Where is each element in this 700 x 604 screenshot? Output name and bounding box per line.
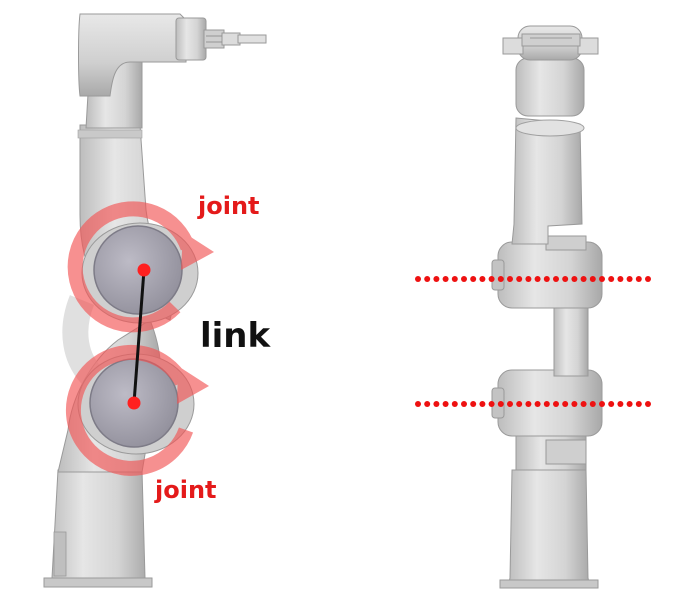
axis-dot (636, 276, 642, 282)
axis-dot (507, 276, 513, 282)
axis-dot (544, 401, 550, 407)
axis-dot (433, 276, 439, 282)
axis-dot (571, 401, 577, 407)
axis-dot (489, 401, 495, 407)
axis-dot (415, 401, 421, 407)
axis-dot (507, 401, 513, 407)
axis-dot (590, 276, 596, 282)
axis-dot (535, 401, 541, 407)
axis-dot (627, 276, 633, 282)
robot-base-foot (44, 578, 152, 587)
axis-dot (608, 401, 614, 407)
axis-dot (452, 401, 458, 407)
axis-dot (627, 401, 633, 407)
axis-dot (581, 401, 587, 407)
axis-dot (544, 276, 550, 282)
axis-dot (479, 401, 485, 407)
robot-wrist (176, 18, 206, 60)
axis-dot (581, 276, 587, 282)
axis-dot (443, 401, 449, 407)
axis-dot (562, 401, 568, 407)
axis-dot (599, 401, 605, 407)
axis-dot (617, 276, 623, 282)
axis-dot (452, 276, 458, 282)
axis-dot (525, 401, 531, 407)
axis-dot (415, 276, 421, 282)
axis-dot (461, 276, 467, 282)
axis-dot (424, 276, 430, 282)
axis-dot (617, 401, 623, 407)
axis-dot (443, 276, 449, 282)
axis-dot (424, 401, 430, 407)
axis-dot (498, 276, 504, 282)
robot-front-upper-arm (512, 118, 582, 244)
axis-dot (461, 401, 467, 407)
axis-dot (516, 276, 522, 282)
axis-dot (516, 401, 522, 407)
axis-dot (470, 276, 476, 282)
axis-dot (562, 276, 568, 282)
axis-dot (608, 276, 614, 282)
axis-dot (489, 276, 495, 282)
axis-dot (479, 276, 485, 282)
axis-dot (553, 401, 559, 407)
axis-dot (645, 276, 651, 282)
axis-dot (433, 401, 439, 407)
robot-front-upper-joint (498, 242, 602, 308)
axis-dot (571, 276, 577, 282)
label-joint-bottom: joint (154, 476, 217, 504)
axis-dot (590, 401, 596, 407)
axis-dot (645, 401, 651, 407)
lower-joint-point (128, 397, 141, 410)
robot-front-base (508, 470, 590, 586)
axis-dot (535, 276, 541, 282)
label-link: link (200, 316, 272, 356)
axis-dot (470, 401, 476, 407)
axis-dot (498, 401, 504, 407)
upper-joint-point (138, 264, 151, 277)
robot-front-view (492, 26, 602, 588)
axis-dot (636, 401, 642, 407)
label-joint-top: joint (197, 192, 260, 220)
axis-dot (525, 276, 531, 282)
axis-dot (553, 276, 559, 282)
axis-dot (599, 276, 605, 282)
robot-gripper (204, 30, 266, 48)
robot-front-wrist (516, 58, 584, 116)
